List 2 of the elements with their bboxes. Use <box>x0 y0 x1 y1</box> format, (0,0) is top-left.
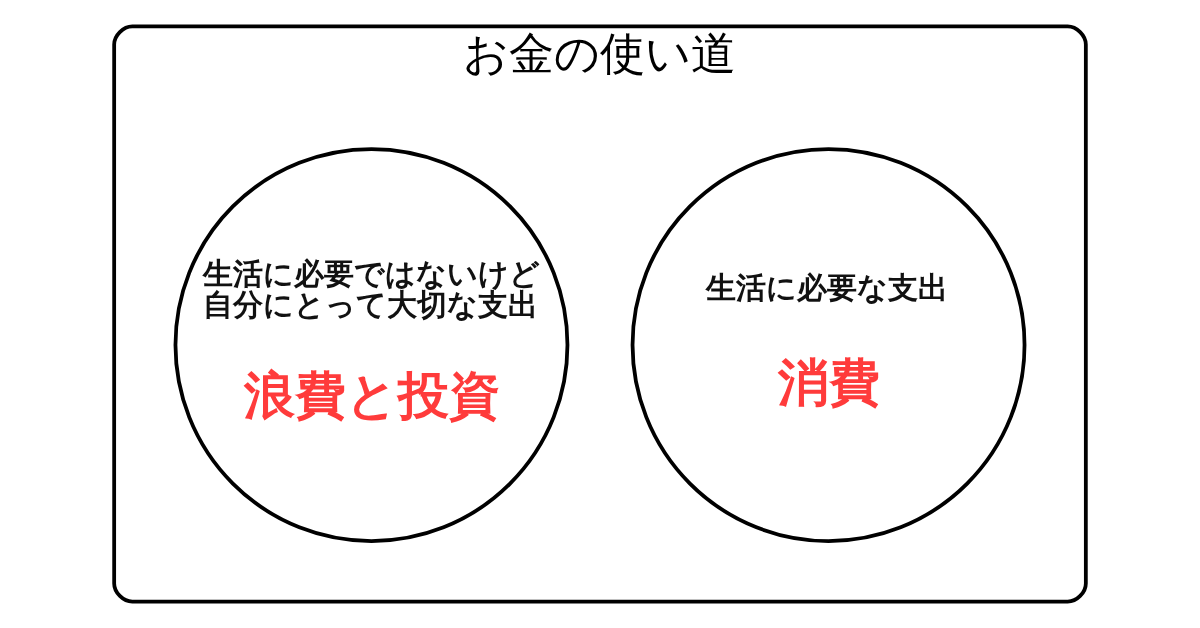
node-circle: 生活に必要ではないけど自分にとって大切な支出 浪費と投資 <box>173 147 570 543</box>
node-circle: 生活に必要な支出 消費 <box>630 147 1027 543</box>
